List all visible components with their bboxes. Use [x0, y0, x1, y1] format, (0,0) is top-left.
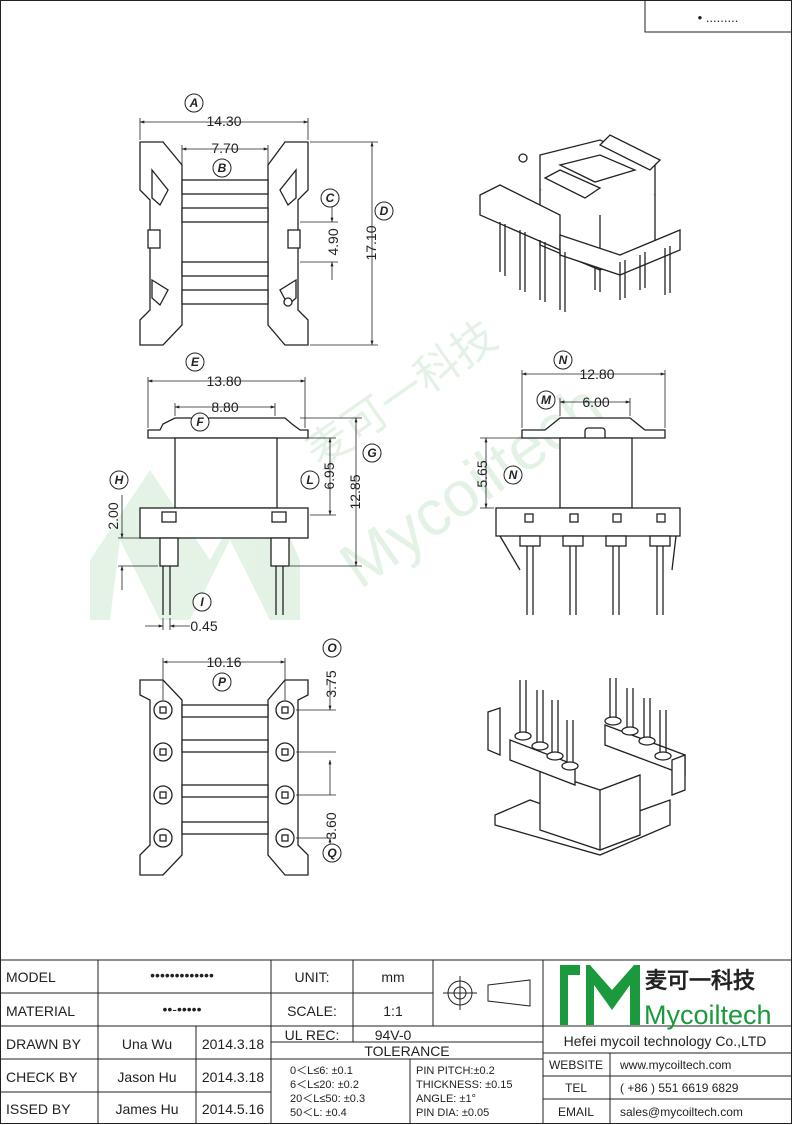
logo-en: Mycoiltech	[644, 1000, 772, 1030]
company-name: Hefei mycoil technology Co.,LTD	[564, 1033, 767, 1049]
material-label: MATERIAL	[6, 1003, 75, 1019]
dim-value-b: 7.70	[211, 140, 238, 156]
bottom-view-dims	[162, 658, 336, 860]
dim-value-a: 14.30	[206, 113, 241, 129]
top-view-dims	[139, 118, 378, 346]
iso-view-top	[479, 134, 681, 312]
side-view-labels: N 12.80 M 6.00 N 5.65	[474, 350, 615, 488]
dim-value-i: 0.45	[190, 618, 217, 634]
tol-2: 6＜L≤20: ±0.2	[290, 1079, 359, 1091]
dim-label-c: C	[326, 191, 335, 205]
pin-pitch: PIN PITCH:±0.2	[416, 1065, 495, 1077]
dim-value-q: 3.60	[323, 812, 339, 839]
tolerance-text: 0＜L≤6: ±0.1 6＜L≤20: ±0.2 20＜L≤50: ±0.3 5…	[290, 1065, 513, 1119]
bottom-view	[139, 679, 309, 876]
dim-label-g: G	[367, 446, 376, 460]
dim-label-p: P	[218, 675, 227, 689]
side-view	[495, 417, 681, 615]
dim-value-l: 6.95	[321, 462, 337, 489]
dim-label-b: B	[218, 161, 227, 175]
dim-value-c: 4.90	[325, 228, 341, 255]
dim-value-g: 12.85	[347, 474, 363, 509]
dim-label-n-side: N	[509, 468, 518, 482]
model-label: MODEL	[6, 969, 56, 985]
dim-label-d: D	[380, 204, 389, 218]
dim-value-n-side: 5.65	[474, 460, 490, 487]
top-view-labels: A 14.30 7.70 B C 4.90 D 17.10	[184, 93, 394, 261]
dim-value-m: 6.00	[582, 394, 609, 410]
dim-label-h: H	[115, 473, 124, 487]
dim-value-n-top: 12.80	[579, 366, 614, 382]
header-code: • .........	[698, 10, 739, 25]
check-label: CHECK BY	[6, 1069, 78, 1085]
tol-3: 20＜L≤50: ±0.3	[290, 1093, 365, 1105]
drawn-label: DRAWN BY	[6, 1036, 82, 1052]
model-value: •••••••••••••	[150, 967, 214, 983]
dim-value-h: 2.00	[105, 502, 121, 529]
issued-name: James Hu	[115, 1101, 178, 1117]
drawn-name: Una Wu	[122, 1036, 172, 1052]
website-label: WEBSITE	[549, 1058, 603, 1072]
dim-label-l: L	[306, 473, 313, 487]
dim-label-i: I	[200, 595, 204, 609]
dim-value-o: 3.75	[323, 670, 339, 697]
dim-value-p: 10.16	[206, 654, 241, 670]
issued-date: 2014.5.16	[202, 1101, 264, 1117]
pin-dia: PIN DIA: ±0.05	[416, 1107, 489, 1119]
thickness: THICKNESS: ±0.15	[416, 1079, 513, 1091]
tel-label: TEL	[565, 1081, 587, 1095]
dim-label-q: Q	[327, 846, 337, 860]
projection-symbol-icon	[443, 976, 531, 1010]
company-logo: 麦可一科技 Mycoiltech	[560, 965, 772, 1030]
tol-1: 0＜L≤6: ±0.1	[290, 1065, 353, 1077]
dim-label-f: F	[196, 415, 204, 429]
front-view-dims	[118, 377, 362, 630]
email-value: sales@mycoiltech.com	[620, 1105, 743, 1119]
dim-label-m: M	[541, 393, 552, 407]
material-value: ••-•••••	[163, 1001, 202, 1017]
dim-value-e: 13.80	[206, 373, 241, 389]
issued-label: ISSED BY	[6, 1101, 71, 1117]
dim-value-d: 17.10	[363, 225, 379, 260]
logo-cn: 麦可一科技	[645, 968, 756, 994]
check-name: Jason Hu	[117, 1069, 176, 1085]
unit-label: UNIT:	[295, 969, 330, 985]
drawn-date: 2014.3.18	[202, 1036, 264, 1052]
dim-label-e: E	[191, 355, 200, 369]
check-date: 2014.3.18	[202, 1069, 264, 1085]
title-block	[0, 959, 792, 1124]
title-block-text: MODEL ••••••••••••• MATERIAL ••-••••• DR…	[6, 967, 450, 1117]
ulrec-label: UL REC:	[285, 1027, 340, 1043]
front-view-labels: E 13.80 8.80 F G 12.85 L 6.95 H 2.00 I 0…	[105, 352, 382, 634]
dim-label-o: O	[327, 641, 337, 655]
ulrec-value: 94V-0	[375, 1027, 412, 1043]
bottom-view-labels: 10.16 P O 3.75 3.60 Q	[206, 638, 342, 863]
header-code-box: • .........	[644, 1, 791, 33]
website-value: www.mycoiltech.com	[619, 1058, 731, 1072]
iso-view-bottom	[487, 678, 686, 856]
unit-value: mm	[381, 969, 404, 985]
side-view-dims	[480, 370, 666, 509]
scale-value: 1:1	[383, 1003, 403, 1019]
scale-label: SCALE:	[287, 1003, 337, 1019]
dim-label-n-top: N	[559, 353, 568, 367]
watermark: Mycoiltech 麦可一科技	[90, 311, 616, 620]
tol-4: 50＜L: ±0.4	[290, 1107, 347, 1119]
angle: ANGLE: ±1°	[416, 1093, 476, 1105]
tel-value: ( +86 ) 551 6619 6829	[620, 1081, 739, 1095]
email-label: EMAIL	[558, 1105, 594, 1119]
tolerance-label: TOLERANCE	[364, 1043, 449, 1059]
front-view	[139, 417, 309, 615]
dim-label-a: A	[189, 96, 199, 110]
company-info: Hefei mycoil technology Co.,LTD WEBSITE …	[549, 1033, 766, 1119]
top-view	[139, 141, 309, 346]
dim-value-f: 8.80	[211, 399, 238, 415]
